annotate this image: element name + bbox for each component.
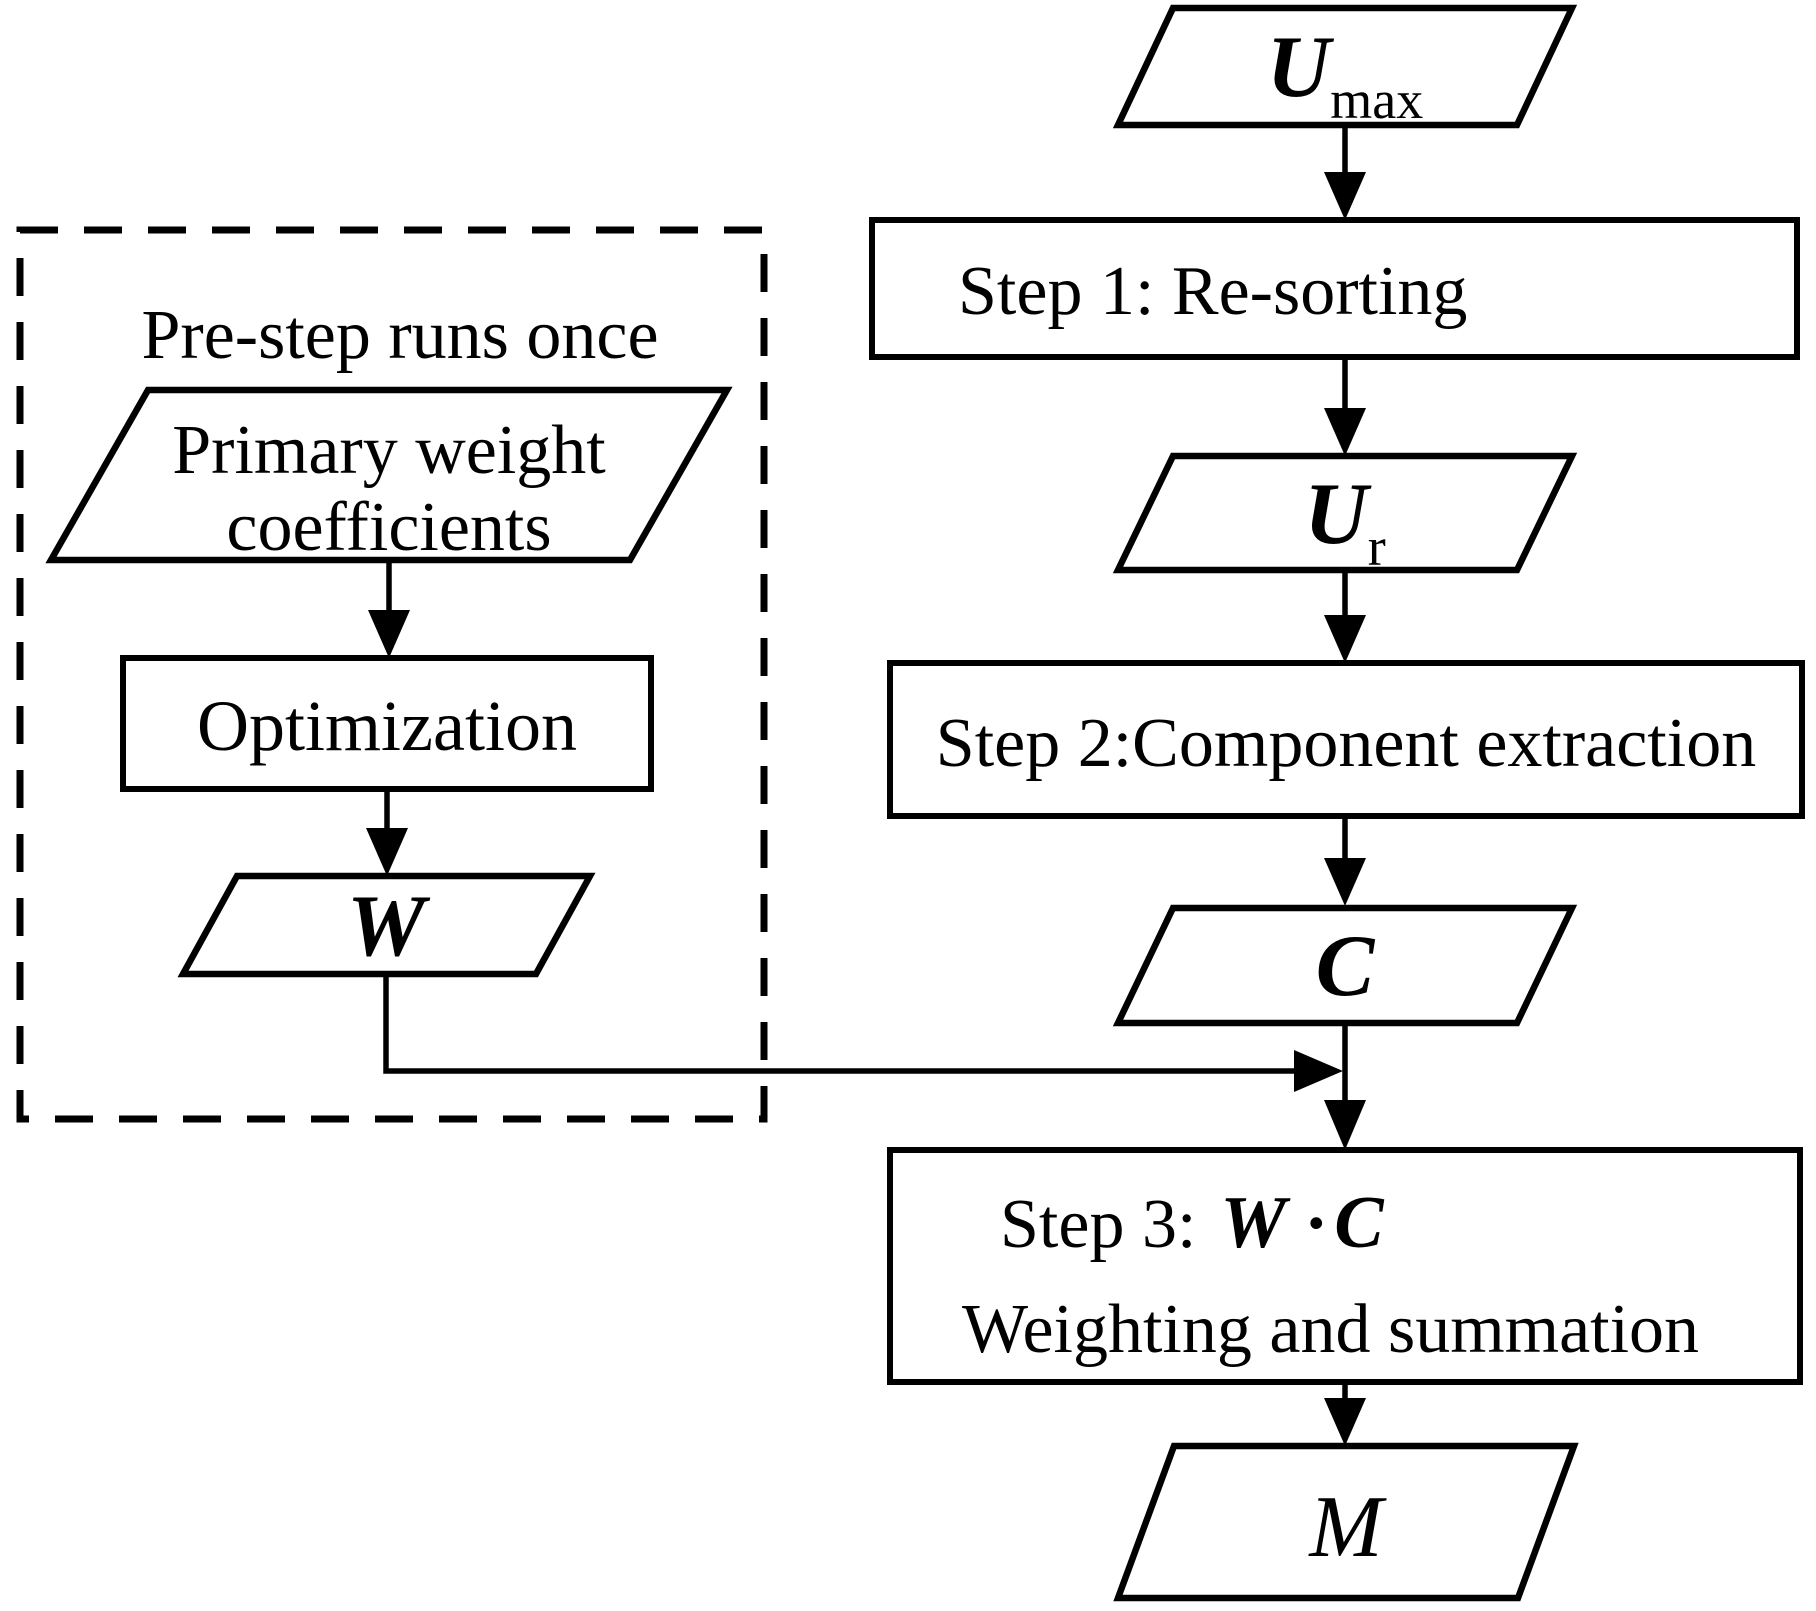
arrow-step1-to-ur-head <box>1324 408 1366 456</box>
arrow-c-to-step3-head <box>1324 1100 1366 1150</box>
pre-step-dashed-box <box>16 226 768 1123</box>
step2-box <box>887 660 1805 819</box>
m-parallelogram <box>1113 1442 1579 1602</box>
w-to-step3-arrowhead <box>1294 1050 1343 1092</box>
ur-base: U <box>1304 466 1372 563</box>
arrow-ur-to-step2-head <box>1324 615 1366 663</box>
step1-label: Step 1: Re-sorting <box>958 253 1467 330</box>
umax-subscript: max <box>1330 70 1423 130</box>
arrow-optimization-to-w-head <box>366 828 408 876</box>
c-parallelogram <box>1112 904 1578 1027</box>
optimization-label: Optimization <box>197 686 577 766</box>
step3-w-variable: W <box>1220 1182 1291 1264</box>
pre-step-group-label: Pre-step runs once <box>141 297 658 374</box>
ur-parallelogram <box>1112 452 1578 574</box>
step3-box <box>887 1147 1803 1385</box>
step1-box <box>869 217 1800 360</box>
step3-label-line1: Step 3: W·C <box>1000 1182 1385 1264</box>
umax-parallelogram <box>1112 4 1578 129</box>
w-variable-label: W <box>347 878 431 975</box>
step3-prefix: Step 3: <box>1000 1186 1196 1263</box>
arrow-primary-to-optimization-head <box>368 610 410 658</box>
step3-c-variable: C <box>1334 1182 1385 1264</box>
ur-label: Ur <box>1304 466 1386 577</box>
ur-subscript: r <box>1368 517 1386 577</box>
w-to-step3-connector <box>383 974 1298 1074</box>
primary-weights-label-line2: coefficients <box>226 489 551 566</box>
m-variable-label: M <box>1307 1479 1387 1576</box>
step2-label: Step 2:Component extraction <box>936 705 1756 782</box>
primary-weights-label-line1: Primary weight <box>172 412 606 489</box>
primary-weights-parallelogram <box>45 386 733 564</box>
step3-label-line2: Weighting and summation <box>962 1291 1699 1368</box>
c-variable-label: C <box>1316 918 1376 1015</box>
optimization-box <box>120 655 654 792</box>
w-parallelogram <box>177 872 596 978</box>
step3-dot-operator: · <box>1304 1183 1328 1263</box>
arrow-step2-to-c-head <box>1324 858 1366 906</box>
umax-base: U <box>1267 19 1335 116</box>
arrow-umax-to-step1-head <box>1324 172 1366 220</box>
umax-label: Umax <box>1267 19 1424 130</box>
arrow-step3-to-m-head <box>1324 1398 1366 1446</box>
